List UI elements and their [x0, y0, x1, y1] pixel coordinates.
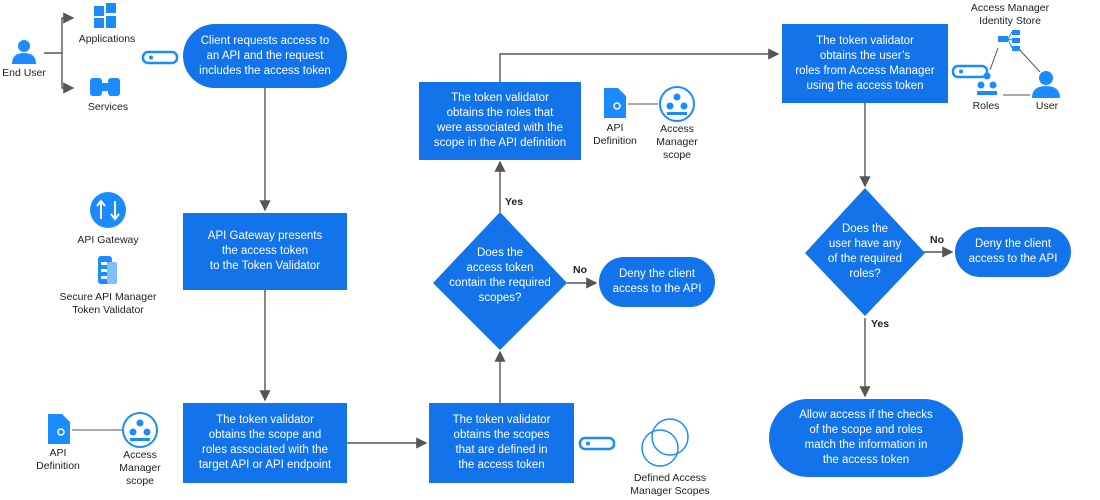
label-services: Services — [87, 101, 129, 113]
arrow-roles-to-user-roles — [499, 48, 780, 82]
label-api-gateway: API Gateway — [77, 234, 139, 246]
label-defined-scopes: Defined Access Manager Scopes — [630, 472, 710, 497]
label-api-definition-top: API Definition — [593, 122, 637, 147]
label-identity-store: Access Manager Identity Store — [970, 2, 1050, 27]
services-icon — [90, 78, 120, 96]
api-definition-icon-top — [604, 88, 626, 118]
label-end-user: End User — [2, 67, 46, 79]
node-obtain-roles-scope: The token validator obtains the roles th… — [419, 82, 581, 160]
node-deny-2: Deny the client access to the API — [955, 227, 1071, 277]
label-user: User — [1035, 100, 1059, 112]
access-token-icon-2 — [578, 436, 616, 451]
node-deny-1: Deny the client access to the API — [599, 257, 715, 307]
am-scope-icon-bottom — [122, 412, 158, 448]
decision-roles-shape — [805, 188, 925, 316]
decision-scopes-shape — [433, 212, 567, 350]
node-obtain-scope-roles: The token validator obtains the scope an… — [183, 403, 347, 483]
link-store-roles — [989, 47, 999, 71]
line-user-to-apps — [44, 12, 75, 54]
api-gateway-icon — [90, 192, 126, 228]
node-obtain-scopes: The token validator obtains the scopes t… — [429, 403, 574, 483]
node-allow: Allow access if the checks of the scope … — [769, 399, 963, 477]
decision-roles-text: Does the user have any of the required r… — [827, 223, 903, 280]
api-definition-icon-bottom — [48, 414, 70, 444]
access-token-icon-1 — [141, 50, 179, 65]
decision-scopes-text: Does the access token contain the requir… — [449, 247, 551, 304]
node-client-request: Client requests access to an API and the… — [183, 24, 347, 88]
token-validator-icon — [98, 256, 117, 284]
label-token-validator: Secure API Manager Token Validator — [59, 291, 157, 316]
label-yes-2: Yes — [871, 318, 890, 330]
label-am-scope-top: Access Manager scope — [656, 123, 698, 161]
user-icon — [1032, 71, 1060, 98]
identity-store-icon — [998, 30, 1020, 51]
label-yes-1: Yes — [505, 196, 524, 208]
defined-scopes-icon — [641, 418, 689, 467]
access-token-icon-3 — [951, 64, 989, 79]
node-obtain-user-roles: The token validator obtains the user’s r… — [782, 24, 948, 103]
label-no-2: No — [930, 234, 944, 246]
applications-icon — [94, 3, 116, 28]
link-store-user — [1017, 47, 1041, 73]
node-gateway-presents: API Gateway presents the access token to… — [183, 213, 347, 290]
label-no-1: No — [573, 264, 587, 276]
end-user-icon — [12, 40, 36, 64]
line-user-to-services — [61, 53, 75, 94]
am-scope-icon-top — [659, 86, 695, 122]
roles-icon — [977, 72, 997, 95]
label-am-scope-bottom: Access Manager scope — [119, 449, 161, 487]
label-applications: Applications — [78, 33, 136, 45]
label-roles: Roles — [972, 100, 1000, 112]
label-api-definition-bottom: API Definition — [36, 447, 80, 472]
